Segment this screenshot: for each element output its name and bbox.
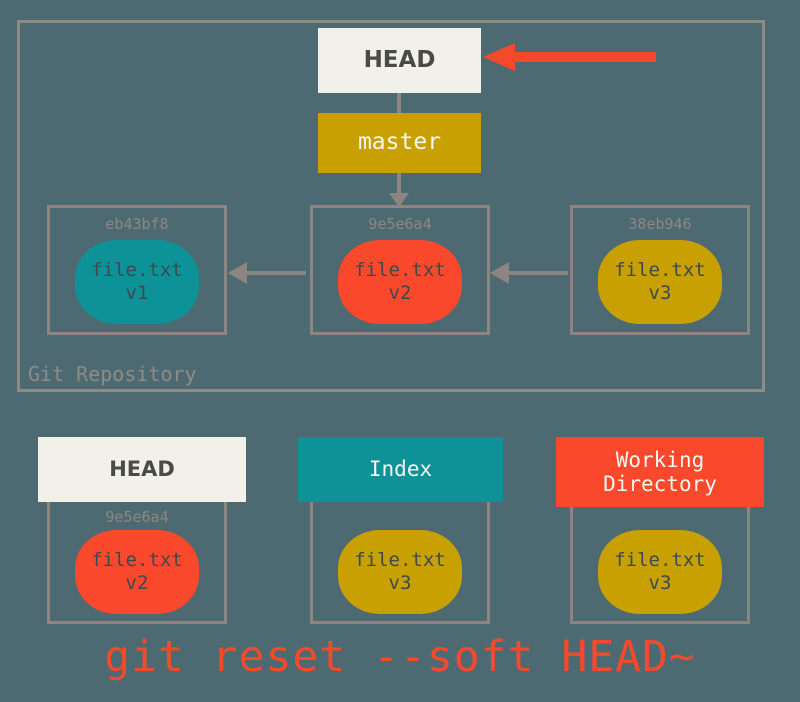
head-pointer-box[interactable]: HEAD bbox=[318, 28, 481, 93]
tree-blob-working-directory: file.txt v3 bbox=[598, 530, 722, 614]
connector-head-to-master bbox=[397, 93, 401, 115]
master-branch-label: master bbox=[357, 129, 442, 156]
arrow-down-icon bbox=[389, 193, 409, 207]
blob-version: v3 bbox=[388, 572, 412, 594]
blob-filename: file.txt bbox=[91, 259, 183, 282]
commit-parent-arrow-shaft bbox=[246, 271, 306, 275]
blob-version: v3 bbox=[648, 572, 672, 594]
pointer-arrow-shaft bbox=[513, 52, 656, 62]
tree-title-label: HEAD bbox=[109, 457, 175, 482]
commit-hash: 9e5e6a4 bbox=[368, 215, 432, 233]
tree-title-working-directory[interactable]: Working Directory bbox=[556, 437, 764, 507]
pointer-arrow-head-icon bbox=[483, 43, 515, 71]
commit-parent-arrow-head-icon bbox=[228, 262, 247, 284]
blob-filename: file.txt bbox=[91, 549, 183, 572]
command-caption: git reset --soft HEAD~ bbox=[104, 632, 696, 682]
blob-filename: file.txt bbox=[614, 259, 706, 282]
blob-file: file.txt v3 bbox=[598, 240, 722, 324]
connector-master-to-commit bbox=[397, 173, 401, 197]
git-repository-label: Git Repository bbox=[28, 362, 197, 386]
tree-title-line-2: Directory bbox=[603, 472, 717, 496]
tree-area-head bbox=[47, 500, 227, 624]
blob-version: v2 bbox=[388, 282, 412, 304]
blob-version: v2 bbox=[125, 572, 149, 594]
commit-node-eb43bf8[interactable]: eb43bf8 file.txt v1 bbox=[47, 205, 227, 335]
commit-hash: 38eb946 bbox=[628, 215, 692, 233]
commit-parent-arrow-head-icon bbox=[490, 262, 509, 284]
blob-file: file.txt v2 bbox=[338, 240, 462, 324]
master-branch-box[interactable]: master bbox=[318, 113, 481, 173]
git-repository-frame bbox=[17, 20, 765, 392]
head-pointer-label: HEAD bbox=[363, 46, 436, 73]
commit-parent-arrow-shaft bbox=[508, 271, 568, 275]
tree-title-label: Working Directory bbox=[603, 448, 717, 496]
tree-blob-head: file.txt v2 bbox=[75, 530, 199, 614]
blob-version: v3 bbox=[648, 282, 672, 304]
commit-node-9e5e6a4[interactable]: 9e5e6a4 file.txt v2 bbox=[310, 205, 490, 335]
tree-title-index[interactable]: Index bbox=[298, 437, 503, 502]
blob-version: v1 bbox=[125, 282, 149, 304]
tree-title-label: Index bbox=[368, 457, 433, 482]
blob-filename: file.txt bbox=[354, 259, 446, 282]
commit-hash: eb43bf8 bbox=[105, 215, 169, 233]
tree-hash-head: 9e5e6a4 bbox=[105, 508, 169, 526]
commit-node-38eb946[interactable]: 38eb946 file.txt v3 bbox=[570, 205, 750, 335]
tree-blob-index: file.txt v3 bbox=[338, 530, 462, 614]
blob-file: file.txt v1 bbox=[75, 240, 199, 324]
blob-filename: file.txt bbox=[354, 549, 446, 572]
tree-area-working-directory bbox=[570, 500, 750, 624]
tree-title-line-1: Working bbox=[615, 447, 705, 472]
blob-filename: file.txt bbox=[614, 549, 706, 572]
tree-title-head[interactable]: HEAD bbox=[38, 437, 246, 502]
tree-area-index bbox=[310, 500, 490, 624]
